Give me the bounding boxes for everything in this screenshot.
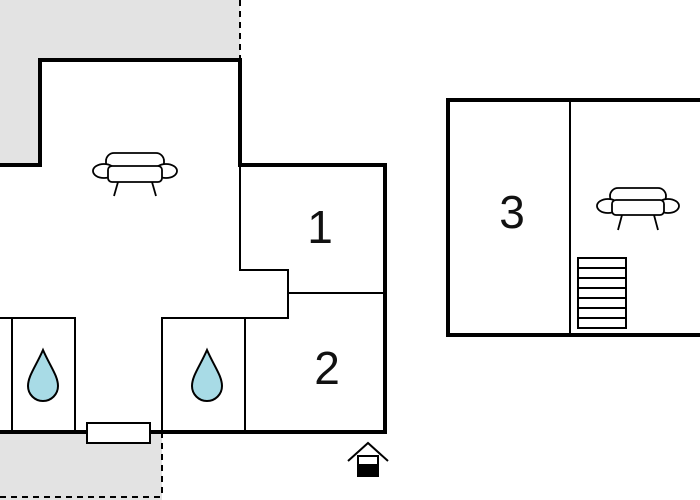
entrance-arrow-icon xyxy=(347,441,389,477)
outdoor-area-top-left xyxy=(0,0,241,165)
interior-walls xyxy=(0,165,385,432)
annex-walls xyxy=(446,98,700,337)
window-bottom xyxy=(86,422,151,444)
main-building-walls xyxy=(0,58,387,434)
water-drop-icon xyxy=(26,347,60,402)
stairs-icon xyxy=(577,257,627,329)
water-drop-icon xyxy=(190,347,224,402)
room-number-3: 3 xyxy=(499,186,525,238)
sofa-icon xyxy=(596,187,680,231)
sofa-icon xyxy=(92,152,178,197)
room-number-1: 1 xyxy=(307,201,333,253)
room-number-2: 2 xyxy=(314,342,340,394)
